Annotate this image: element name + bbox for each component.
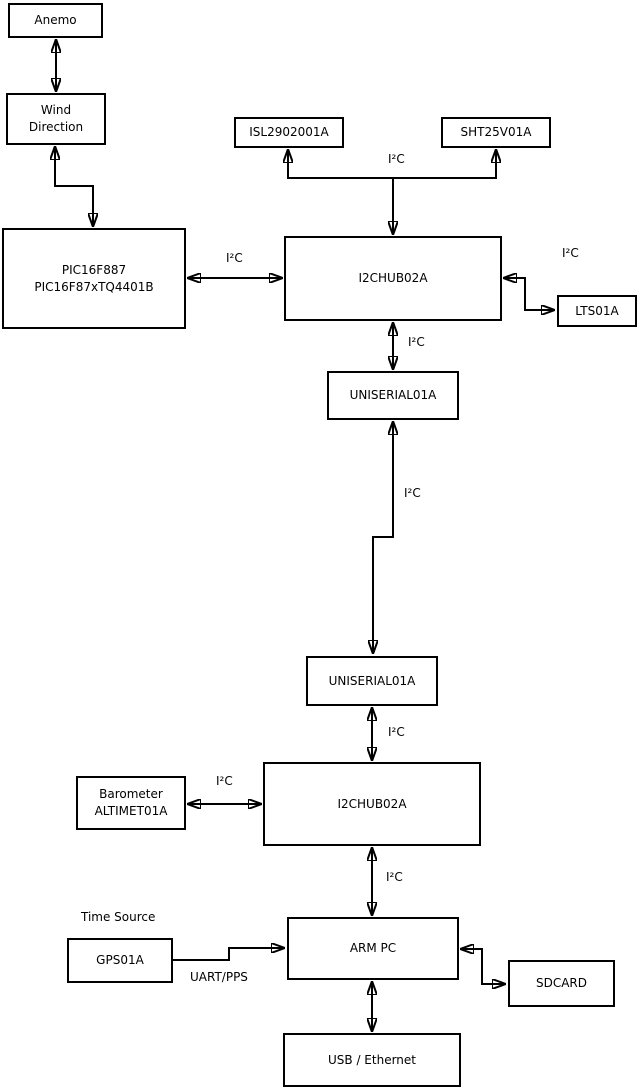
edge-label-i2c-sensors: I²C — [388, 152, 405, 166]
node-gps01a: GPS01A — [67, 938, 173, 983]
connector-hub1-lts — [504, 278, 554, 310]
node-uniserial01a-bottom: UNISERIAL01A — [306, 656, 438, 706]
edge-label-uart-pps: UART/PPS — [190, 970, 248, 984]
edge-label-time-source: Time Source — [81, 910, 156, 924]
connector-gps-armpc — [173, 948, 284, 961]
edge-label-i2c-long-link: I²C — [404, 486, 421, 500]
edge-label-i2c-uniserial2-hub2: I²C — [388, 725, 405, 739]
node-usb-ethernet: USB / Ethernet — [283, 1033, 461, 1087]
edge-label-i2c-pic: I²C — [226, 251, 243, 265]
node-lts01a: LTS01A — [557, 295, 637, 327]
node-anemo: Anemo — [8, 3, 103, 38]
node-wind-direction: Wind Direction — [6, 93, 106, 145]
connector-wind-pic — [55, 147, 93, 226]
node-i2chub02a-bottom: I2CHUB02A — [263, 762, 481, 846]
node-isl2902001a: ISL2902001A — [234, 117, 344, 148]
node-arm-pc: ARM PC — [287, 917, 459, 980]
node-uniserial01a-top: UNISERIAL01A — [327, 371, 459, 420]
edge-label-i2c-lts: I²C — [562, 246, 579, 260]
node-sht25v01a: SHT25V01A — [441, 117, 551, 148]
node-sdcard: SDCARD — [508, 960, 615, 1007]
edge-label-i2c-hub1-uniserial1: I²C — [408, 335, 425, 349]
connector-uniserial1-uniserial2 — [373, 422, 393, 653]
edge-label-i2c-hub2-armpc: I²C — [386, 870, 403, 884]
node-pic16f887: PIC16F887 PIC16F87xTQ4401B — [2, 228, 186, 329]
node-barometer-altimet01a: Barometer ALTIMET01A — [76, 776, 186, 830]
edge-label-i2c-barometer: I²C — [216, 774, 233, 788]
connector-armpc-sdcard — [461, 949, 505, 984]
node-i2chub02a-top: I2CHUB02A — [284, 236, 502, 321]
